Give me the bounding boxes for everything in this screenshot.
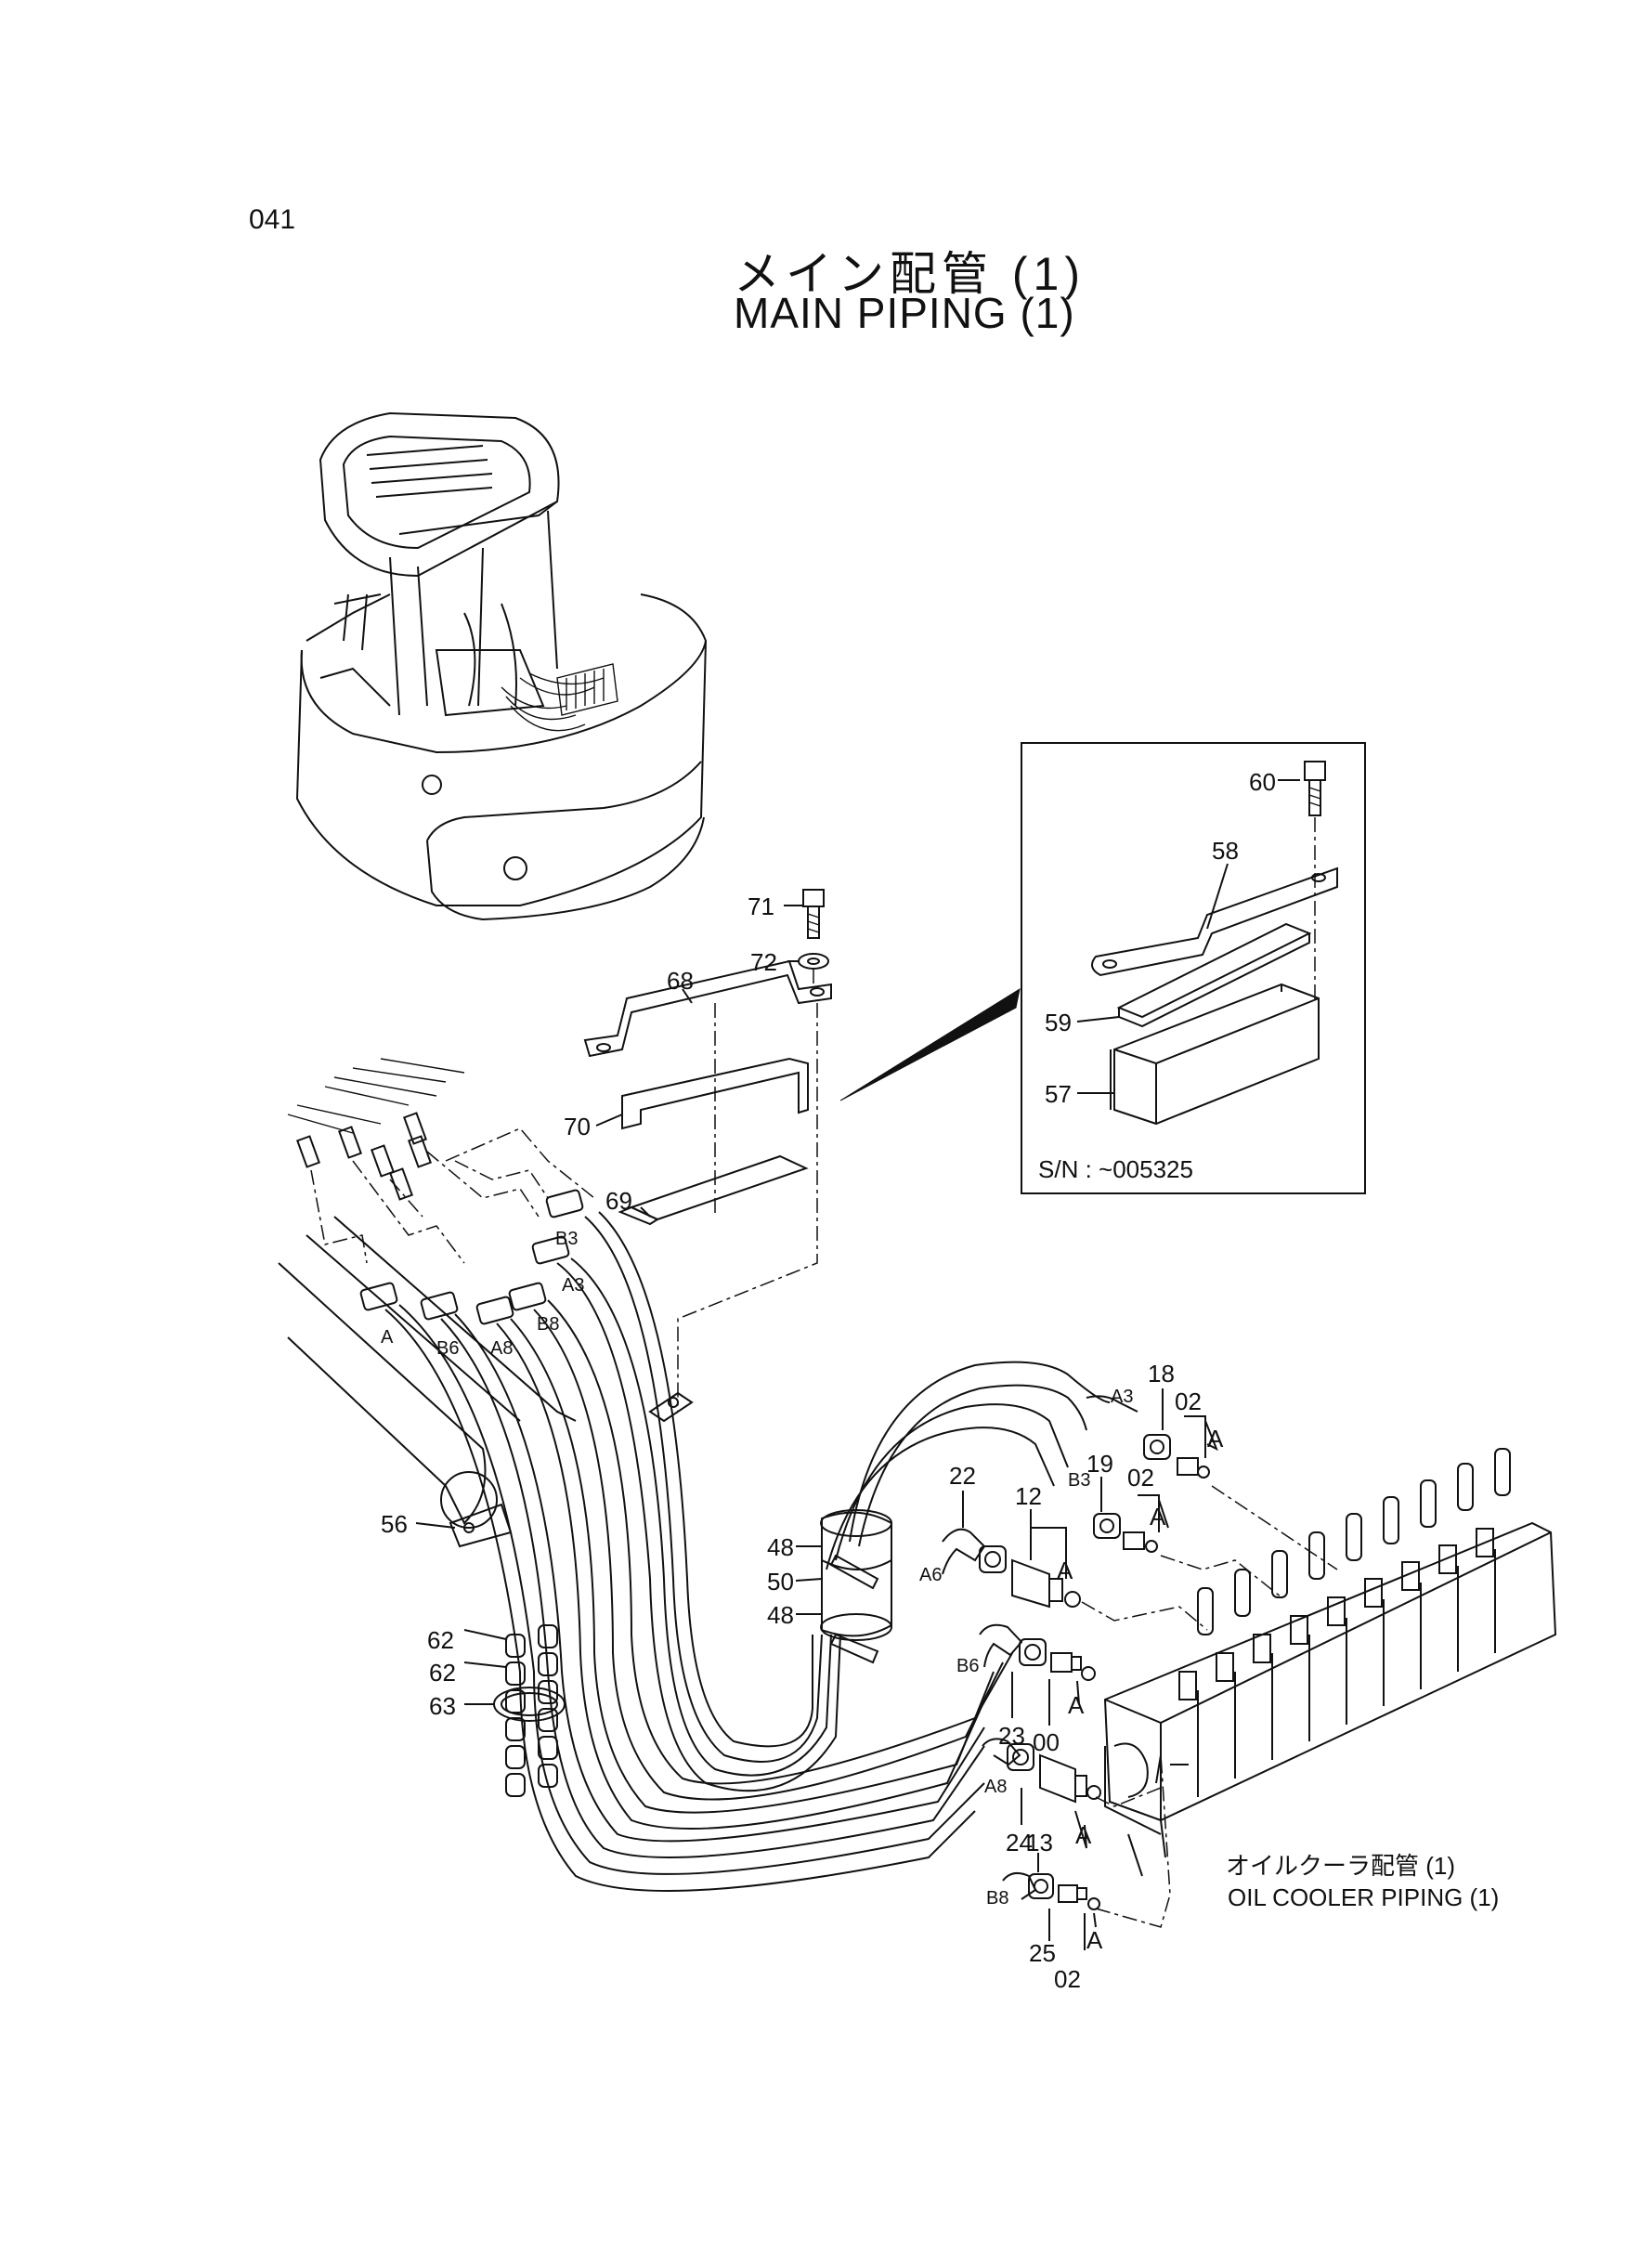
callout-02-a: 02 <box>1175 1388 1202 1415</box>
callout-23: 23 <box>998 1722 1025 1750</box>
clamp-assembly: 71 72 68 70 69 <box>564 889 832 1412</box>
callout-25: 25 <box>1029 1939 1056 1967</box>
port-a-marker-2: A <box>1150 1503 1166 1531</box>
callout-50: 50 <box>767 1568 794 1596</box>
grommet-clamp: 48 50 48 <box>767 1509 892 1664</box>
page-title-japanese: メイン配管 (1) <box>734 248 1086 300</box>
pad-59 <box>1116 922 1312 1028</box>
callout-62-lower: 62 <box>429 1659 456 1687</box>
callout-59: 59 <box>1045 1009 1072 1036</box>
port-label-b3-right: B3 <box>1068 1470 1090 1491</box>
boom-and-fittings: A B6 A8 B8 A3 B3 <box>278 1058 694 1548</box>
callout-12: 12 <box>1015 1482 1042 1510</box>
serial-number-note: S/N : ~005325 <box>1038 1155 1193 1183</box>
inset-detail-box: 60 58 59 57 S/N : ~005325 <box>839 742 1366 1194</box>
port-a-marker-5: A <box>1075 1821 1092 1849</box>
callout-48-upper: 48 <box>767 1533 794 1561</box>
callout-13: 13 <box>1026 1829 1053 1857</box>
port-label-b6-right: B6 <box>956 1656 979 1676</box>
channel-57 <box>1110 983 1320 1126</box>
control-valve <box>1103 1448 1557 1877</box>
port-label-a6: A <box>381 1327 394 1348</box>
port-a-marker-1: A <box>1207 1425 1224 1453</box>
port-a-marker-4: A <box>1068 1691 1085 1719</box>
port-label-a8-right: A8 <box>984 1777 1007 1797</box>
page-number: 041 <box>249 204 296 235</box>
callout-48-lower: 48 <box>767 1601 794 1629</box>
callout-22: 22 <box>949 1462 976 1490</box>
port-label-b3-top: B3 <box>555 1229 578 1249</box>
page-title-english: MAIN PIPING (1) <box>734 289 1075 337</box>
callout-24: 24 <box>1006 1829 1033 1857</box>
excavator-illustration <box>295 411 708 921</box>
port-label-a6-right: A6 <box>919 1565 942 1585</box>
callout-18: 18 <box>1148 1360 1175 1388</box>
oil-cooler-label-english: OIL COOLER PIPING (1) <box>1228 1883 1499 1911</box>
port-label-a8: A8 <box>490 1338 513 1359</box>
callout-19: 19 <box>1086 1450 1113 1478</box>
callout-56: 56 <box>381 1510 408 1538</box>
callout-02-c: 02 <box>1054 1965 1081 1993</box>
callout-63: 63 <box>429 1692 456 1720</box>
callout-68: 68 <box>667 967 694 995</box>
hose-protectors: 56 62 62 63 <box>381 1510 566 1797</box>
callout-70: 70 <box>564 1113 591 1140</box>
callout-60: 60 <box>1249 768 1276 796</box>
callout-69: 69 <box>605 1187 632 1215</box>
callout-71: 71 <box>748 892 774 920</box>
hoses <box>384 1211 1111 1892</box>
oil-cooler-reference: オイルクーラ配管 (1) OIL COOLER PIPING (1) <box>1226 1852 1499 1911</box>
port-label-a3-right: A3 <box>1111 1387 1133 1407</box>
callout-57: 57 <box>1045 1080 1072 1108</box>
oil-cooler-label-japanese: オイルクーラ配管 (1) <box>1226 1852 1455 1880</box>
callout-62-upper: 62 <box>427 1626 454 1654</box>
callout-02-b: 02 <box>1127 1464 1154 1492</box>
right-fittings: A3 B3 A6 B6 A8 B8 18 02 19 02 22 12 23 0… <box>919 1360 1338 1993</box>
callout-00: 00 <box>1033 1728 1060 1756</box>
port-label-a3-top: A3 <box>562 1275 584 1296</box>
port-a-marker-3: A <box>1057 1557 1073 1584</box>
callout-58: 58 <box>1212 837 1239 865</box>
port-label-b6: B6 <box>436 1338 459 1359</box>
port-a-marker-6: A <box>1086 1926 1103 1954</box>
callout-72: 72 <box>750 948 777 976</box>
port-label-b8-right: B8 <box>986 1888 1008 1909</box>
